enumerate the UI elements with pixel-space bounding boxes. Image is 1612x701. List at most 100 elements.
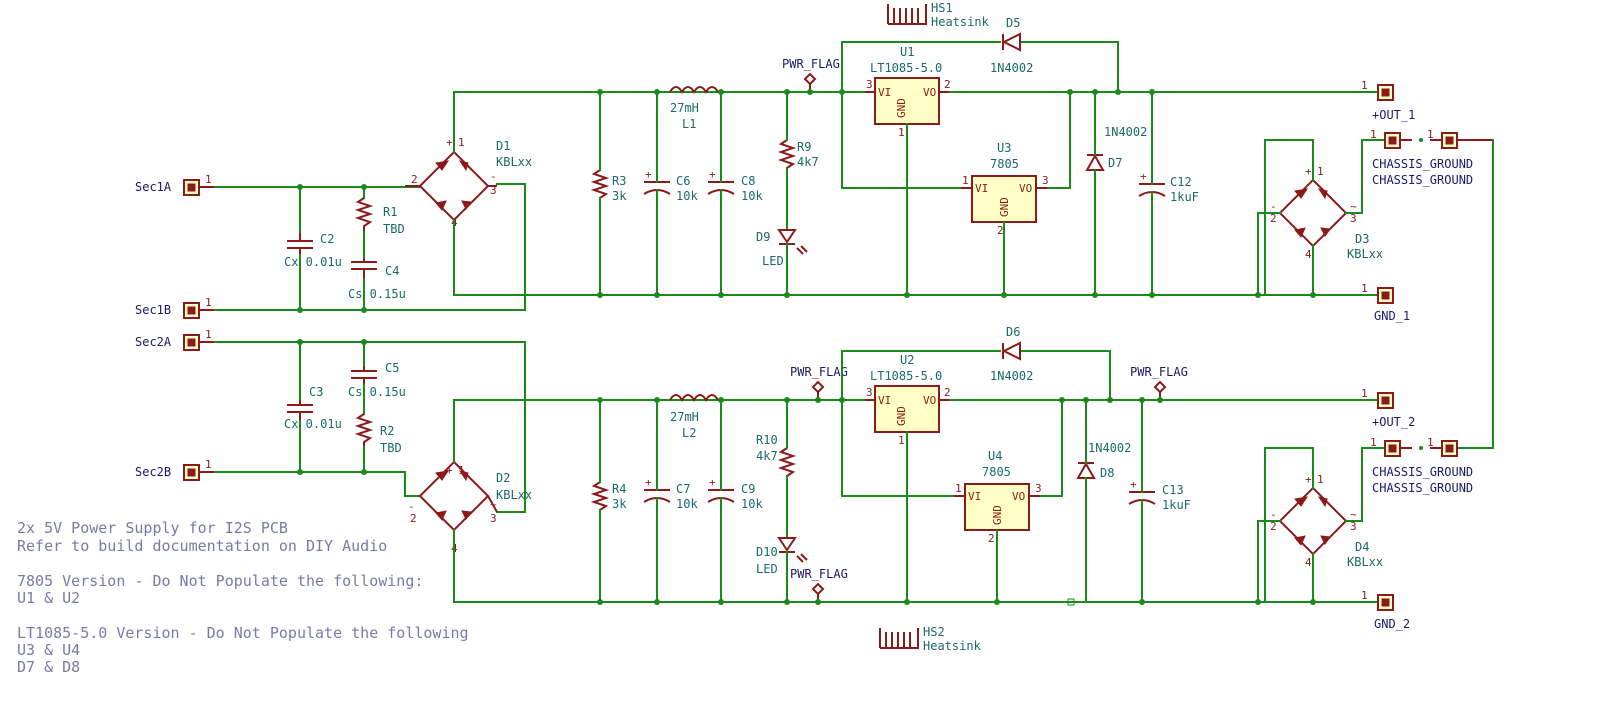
pin-u1-vi: VI bbox=[878, 86, 891, 99]
note-lt1085-omit-d: D7 & D8 bbox=[17, 658, 80, 676]
value-c6: 10k bbox=[676, 189, 698, 203]
connector-sec2a: Sec2A 1 bbox=[135, 328, 215, 351]
pin-d3-tilde: ~ bbox=[1350, 200, 1357, 213]
ref-r3: R3 bbox=[612, 174, 626, 188]
label-pwr-flag-3: PWR_FLAG bbox=[790, 567, 848, 581]
value-c13: 1kuF bbox=[1162, 498, 1191, 512]
note-lt1085-omit-u: U3 & U4 bbox=[17, 641, 80, 659]
value-r10: 4k7 bbox=[756, 449, 778, 463]
pwr-flag-1: PWR_FLAG bbox=[782, 57, 840, 92]
ref-u1: U1 bbox=[900, 45, 914, 59]
note-lt1085-version: LT1085-5.0 Version - Do Not Populate the… bbox=[17, 624, 469, 642]
connector-sec2b: Sec2B 1 bbox=[135, 458, 215, 481]
value-hs1: Heatsink bbox=[931, 15, 990, 29]
value-d10: LED bbox=[756, 562, 778, 576]
value-l2: 27mH bbox=[670, 410, 699, 424]
capacitor-c2: C2 Cx 0.01u bbox=[284, 232, 342, 269]
ref-r9: R9 bbox=[797, 140, 811, 154]
pwr-flag-4: PWR_FLAG bbox=[1130, 365, 1188, 400]
connector-out2: 1 +OUT_2 bbox=[1361, 387, 1415, 429]
pin-u2-2: 2 bbox=[944, 386, 951, 399]
pin-d2-plus: + bbox=[446, 464, 453, 477]
pin-d1-2: 2 bbox=[411, 173, 418, 186]
pin-d1-minus: - bbox=[490, 170, 497, 183]
inductor-l2: 27mH L2 bbox=[669, 394, 719, 440]
ref-d10: D10 bbox=[756, 545, 778, 559]
label-gnd2: GND_2 bbox=[1374, 617, 1410, 631]
pin-u3-2: 2 bbox=[997, 224, 1004, 237]
value-u2: LT1085-5.0 bbox=[870, 369, 942, 383]
regulator-u1: VI VO GND 3 2 1 U1 LT1085-5.0 bbox=[865, 45, 951, 139]
value-d3: KBLxx bbox=[1347, 247, 1383, 261]
ref-c6: C6 bbox=[676, 174, 690, 188]
pin-d3-2: 2 bbox=[1270, 212, 1277, 225]
label-chassis1b: CHASSIS_GROUND bbox=[1372, 173, 1473, 187]
pin-d4-minus: - bbox=[1270, 508, 1277, 521]
resistor-r4: R4 3k bbox=[590, 481, 627, 511]
label-sec1b: Sec1B bbox=[135, 303, 171, 317]
bridge-rectifier-d4: + 1 - 2 ~ 3 4 D4 KBLxx bbox=[1270, 473, 1383, 569]
diode-d5: D5 1N4002 bbox=[990, 16, 1033, 75]
note-7805-version: 7805 Version - Do Not Populate the follo… bbox=[17, 572, 423, 590]
pin-sec1a: 1 bbox=[205, 173, 212, 186]
value-d5: 1N4002 bbox=[990, 61, 1033, 75]
resistor-r2: R2 TBD bbox=[354, 413, 402, 455]
plus-c9: + bbox=[709, 476, 716, 489]
pin-u3-vo: VO bbox=[1019, 182, 1032, 195]
label-sec1a: Sec1A bbox=[135, 180, 172, 194]
pin-d4-2: 2 bbox=[1270, 520, 1277, 533]
value-d4: KBLxx bbox=[1347, 555, 1383, 569]
capacitor-c9: + C9 10k bbox=[707, 476, 763, 511]
pin-d3-plus: + bbox=[1305, 165, 1312, 178]
value-r1: TBD bbox=[383, 222, 405, 236]
led-d9: D9 LED bbox=[756, 229, 808, 268]
ref-c4: C4 bbox=[385, 264, 399, 278]
pin-chassis1b: 1 bbox=[1427, 128, 1434, 141]
build-notes: 2x 5V Power Supply for I2S PCB Refer to … bbox=[17, 519, 469, 676]
pin-u3-vi: VI bbox=[975, 182, 988, 195]
pin-u3-3: 3 bbox=[1042, 174, 1049, 187]
plus-c8: + bbox=[709, 168, 716, 181]
ref-d3: D3 bbox=[1355, 232, 1369, 246]
plus-c13: + bbox=[1130, 478, 1137, 491]
ref-c3: C3 bbox=[309, 385, 323, 399]
value-c7: 10k bbox=[676, 497, 698, 511]
resistor-r10: R10 4k7 bbox=[756, 433, 797, 477]
capacitor-c3: C3 Cx 0.01u bbox=[284, 385, 342, 431]
value-u3: 7805 bbox=[990, 157, 1019, 171]
capacitor-c8: + C8 10k bbox=[707, 168, 763, 203]
regulator-u2: VI VO GND 3 2 1 U2 LT1085-5.0 bbox=[865, 353, 951, 447]
channel-2: Sec2A 1 Sec2B 1 C3 Cx 0.01u C5 Cs 0.15u bbox=[135, 325, 1473, 653]
ref-l2: L2 bbox=[682, 426, 696, 440]
label-chassis2a: CHASSIS_GROUND bbox=[1372, 465, 1473, 479]
pin-u2-vi: VI bbox=[878, 394, 891, 407]
pin-sec1b: 1 bbox=[205, 296, 212, 309]
plus-c6: + bbox=[645, 168, 652, 181]
label-sec2a: Sec2A bbox=[135, 335, 172, 349]
ref-d4: D4 bbox=[1355, 540, 1369, 554]
pin-d2-minus: - bbox=[408, 500, 415, 513]
connector-chassis2a: 1 CHASSIS_GROUND bbox=[1370, 436, 1473, 479]
ref-u2: U2 bbox=[900, 353, 914, 367]
pin-u1-1: 1 bbox=[898, 126, 905, 139]
pin-u4-2: 2 bbox=[988, 532, 995, 545]
pin-chassis2b: 1 bbox=[1427, 436, 1434, 449]
plus-c12: + bbox=[1140, 170, 1147, 183]
ref-c13: C13 bbox=[1162, 483, 1184, 497]
value-u4: 7805 bbox=[982, 465, 1011, 479]
ref-d6: D6 bbox=[1006, 325, 1020, 339]
value-r3: 3k bbox=[612, 189, 627, 203]
ref-r4: R4 bbox=[612, 482, 626, 496]
capacitor-c13: + C13 1kuF bbox=[1128, 478, 1191, 512]
value-d1: KBLxx bbox=[496, 155, 532, 169]
pin-d4-4: 4 bbox=[1305, 556, 1312, 569]
ref-l1: L1 bbox=[682, 117, 696, 131]
pin-sec2a: 1 bbox=[205, 328, 212, 341]
label-out1: +OUT_1 bbox=[1372, 108, 1415, 122]
value-c5: Cs 0.15u bbox=[348, 385, 406, 399]
value-hs2: Heatsink bbox=[923, 639, 982, 653]
value-c2: Cx 0.01u bbox=[284, 255, 342, 269]
pin-d2-1: 1 bbox=[458, 464, 465, 477]
pin-d4-3: 3 bbox=[1350, 520, 1357, 533]
